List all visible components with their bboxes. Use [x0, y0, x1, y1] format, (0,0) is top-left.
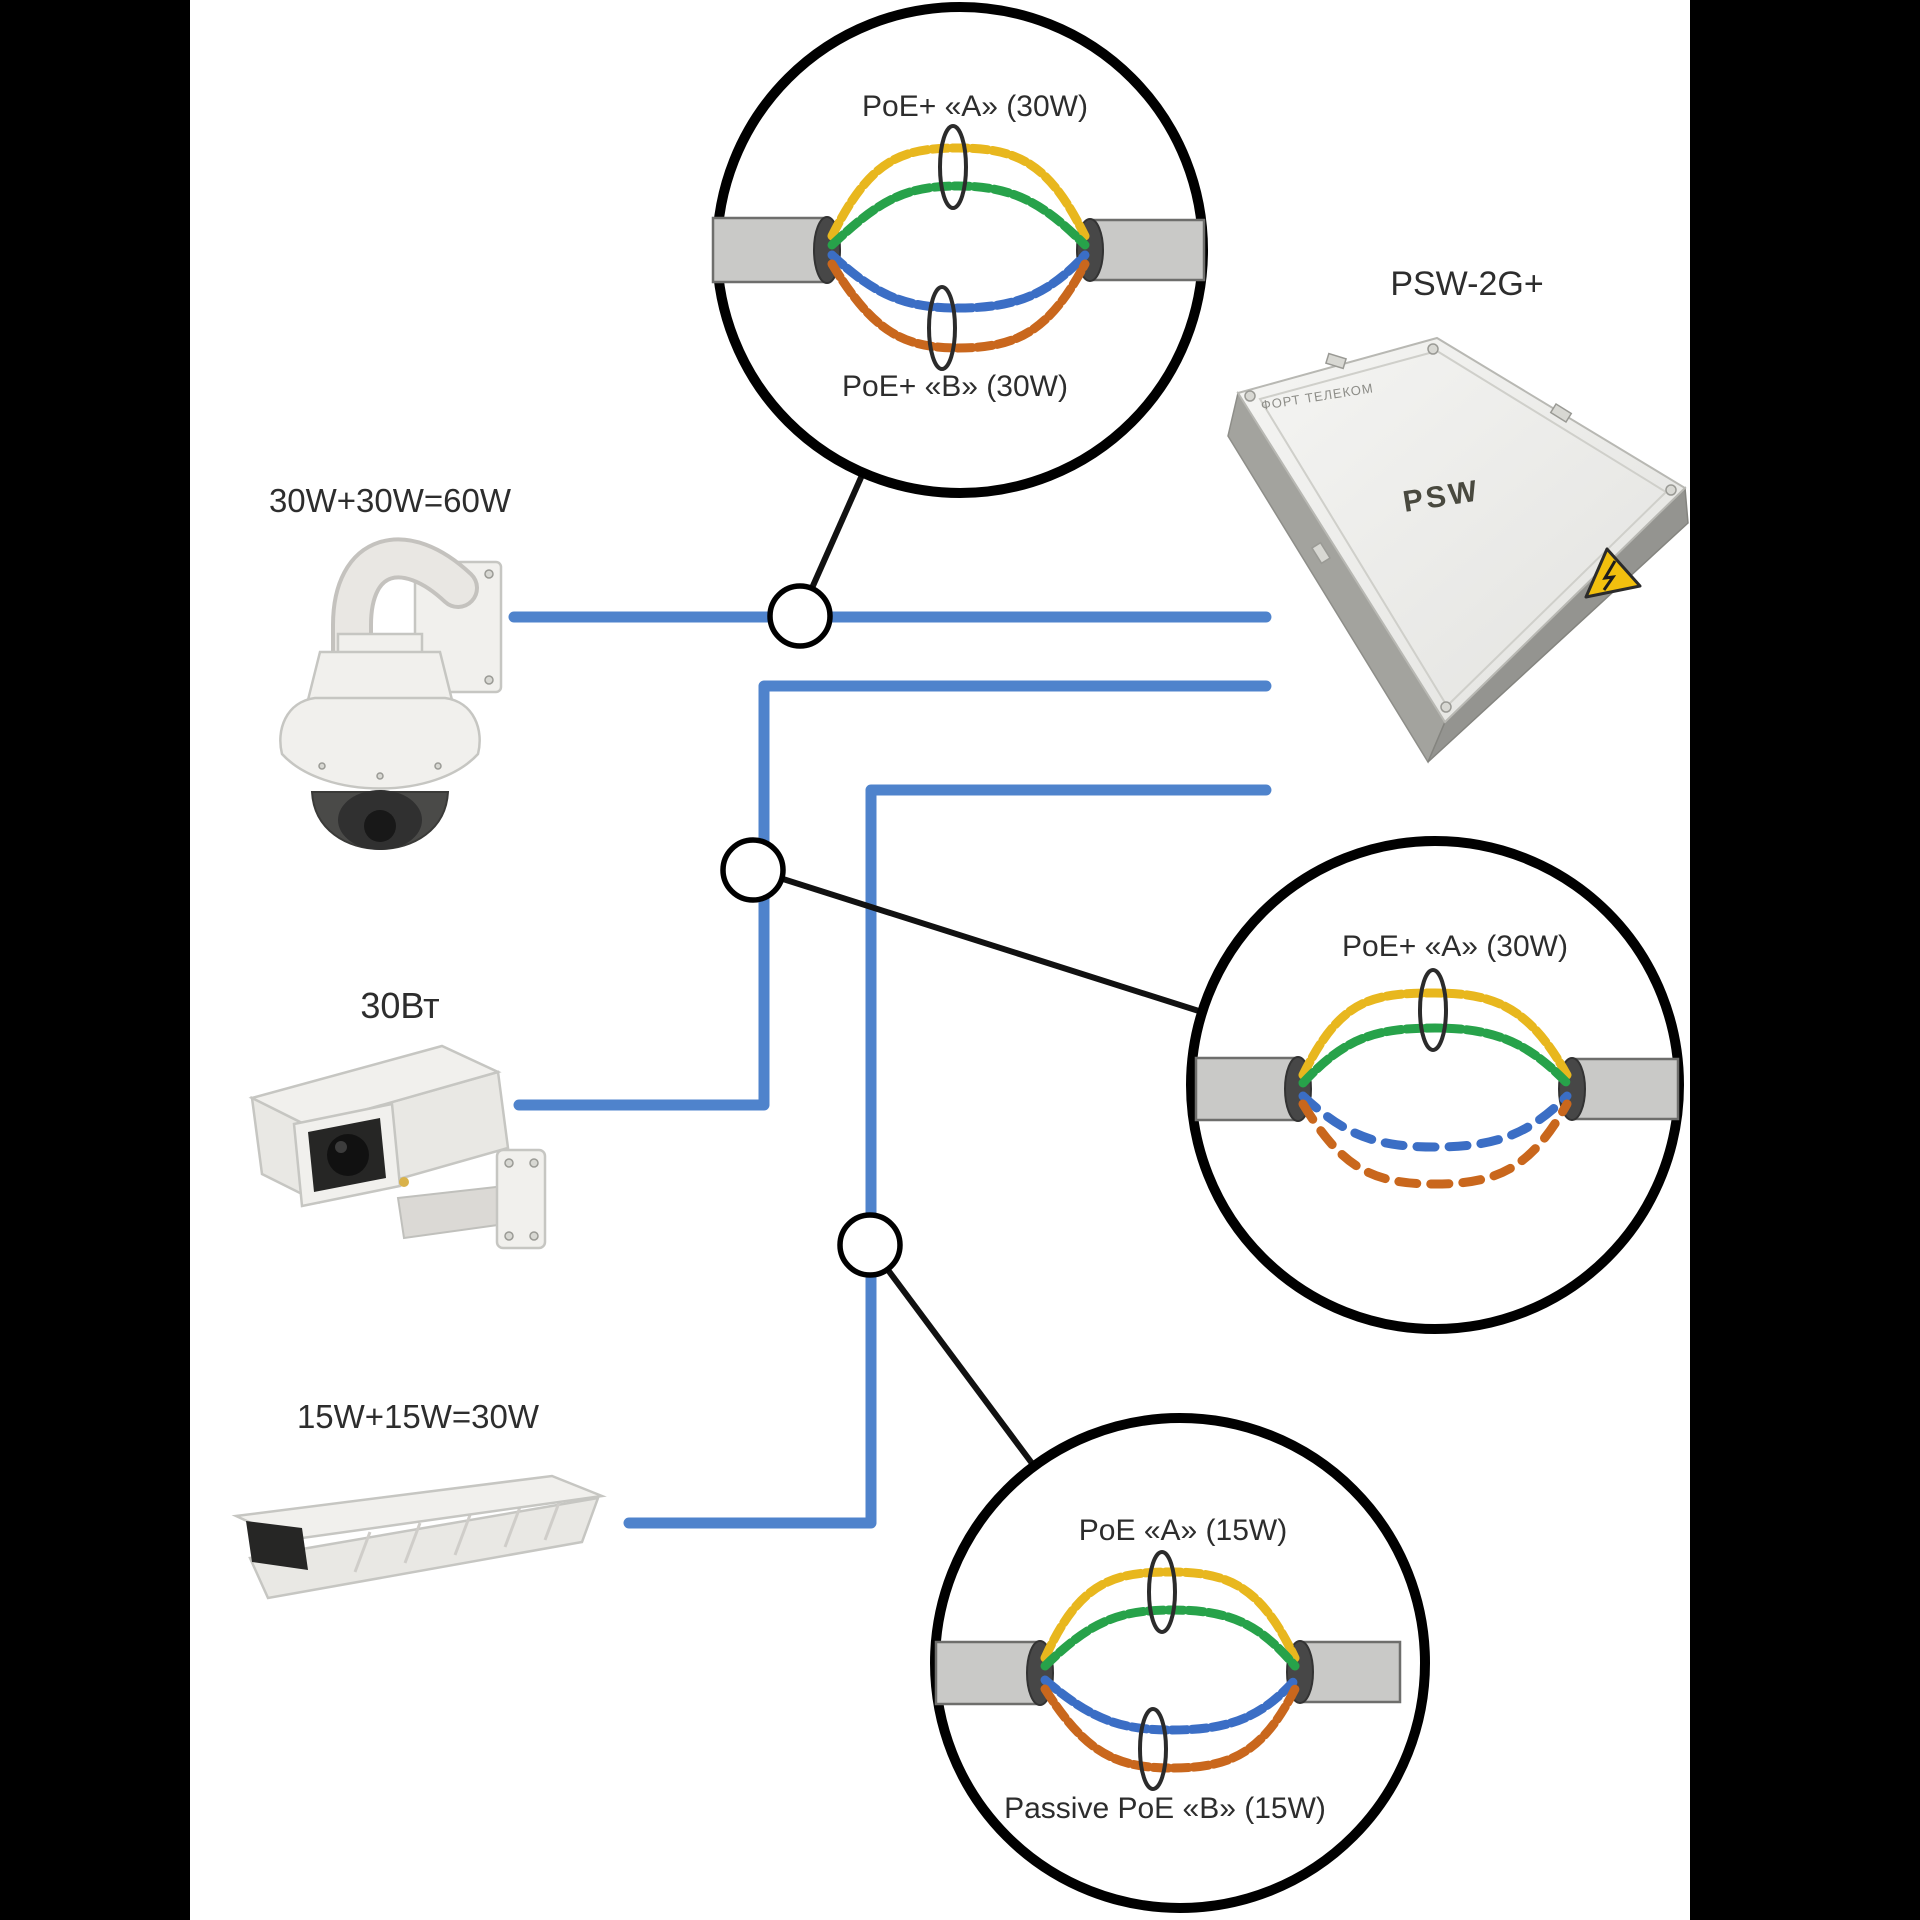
- junction-node-3: [837, 1212, 903, 1278]
- inset-top-poe-plus-ab: PoE+ «A» (30W) PoE+ «B» (30W): [711, 2, 1208, 498]
- pair-b-twist-ring: [1138, 1707, 1168, 1791]
- wire-blue-unpowered: [1298, 1091, 1572, 1152]
- wire-blue: [827, 250, 1090, 313]
- mount-arm-highlight: [335, 541, 475, 669]
- box-screws: [1244, 343, 1677, 713]
- wire-yellow: [827, 143, 1090, 241]
- inset-top-label-b: PoE+ «B» (30W): [842, 370, 1068, 403]
- housing-front-window: [246, 1521, 308, 1570]
- inset-middle-poe-plus-a: PoE+ «A» (30W): [1186, 836, 1684, 1334]
- ptz-dome-camera: [279, 537, 503, 850]
- pair-a-twist-ring: [938, 124, 968, 210]
- camera2-power-label: 30Вт: [360, 985, 439, 1026]
- cable-jacket-right: [1298, 1640, 1402, 1704]
- callout-line-middle-inset: [782, 876, 1203, 1015]
- junction-node-1: [767, 583, 833, 649]
- wire-yellow: [1298, 988, 1572, 1080]
- inset-bottom-poe-passive: PoE «A» (15W) Passive PoE «B» (15W): [930, 1413, 1430, 1913]
- outdoor-housing-camera: [231, 1474, 607, 1600]
- camera1-power-label: 30W+30W=60W: [269, 482, 512, 519]
- wire-blue: [1040, 1675, 1300, 1735]
- camera-bell-housing: [279, 696, 481, 790]
- camera-cap: [306, 650, 454, 702]
- high-voltage-warning-icon: [1584, 547, 1642, 599]
- callout-lines: [782, 471, 1203, 1468]
- wire-green: [827, 181, 1090, 250]
- camera3-power-label: 15W+15W=30W: [297, 1398, 540, 1435]
- pair-a-twist-ring: [1418, 968, 1448, 1052]
- letterbox-bar-left: [0, 0, 190, 1920]
- inset-middle-label-a: PoE+ «A» (30W): [1342, 930, 1568, 963]
- cable-jacket-right: [1570, 1057, 1680, 1121]
- pair-b-twist-ring: [927, 285, 957, 371]
- inset-bottom-label-b: Passive PoE «B» (15W): [1004, 1792, 1326, 1825]
- wire-orange-unpowered: [1298, 1099, 1572, 1189]
- psw-switch-box: ФОРТ ТЕЛЕКОМ PSW: [1227, 336, 1689, 764]
- cable-jacket-right: [1088, 218, 1206, 282]
- cable-jacket-left: [934, 1640, 1042, 1706]
- callout-line-bottom-inset: [885, 1268, 1037, 1468]
- callout-line-top-inset: [809, 471, 866, 590]
- letterbox-bar-right: [1690, 0, 1920, 1920]
- cable-jacket-left: [711, 216, 829, 284]
- wire-orange: [1040, 1684, 1300, 1773]
- lens-glint: [335, 1141, 347, 1153]
- inset-top-label-a: PoE+ «A» (30W): [862, 90, 1088, 123]
- lens: [327, 1134, 369, 1176]
- wire-orange: [827, 259, 1090, 353]
- wire-green: [1298, 1023, 1572, 1088]
- ethernet-cable-camera3: [623, 784, 1272, 1529]
- wall-mount-plate: [495, 1148, 547, 1250]
- cable-jacket-left: [1194, 1056, 1300, 1122]
- housing-body: [248, 1496, 600, 1600]
- dome-lens: [364, 810, 396, 842]
- junction-node-2: [720, 837, 786, 903]
- inset-bottom-label-a: PoE «A» (15W): [1079, 1514, 1287, 1547]
- pair-a-twist-ring: [1147, 1550, 1177, 1634]
- switch-model-label: PSW-2G+: [1390, 265, 1543, 303]
- box-camera: [248, 1044, 547, 1250]
- status-led: [399, 1177, 409, 1187]
- junction-nodes: [720, 583, 903, 1278]
